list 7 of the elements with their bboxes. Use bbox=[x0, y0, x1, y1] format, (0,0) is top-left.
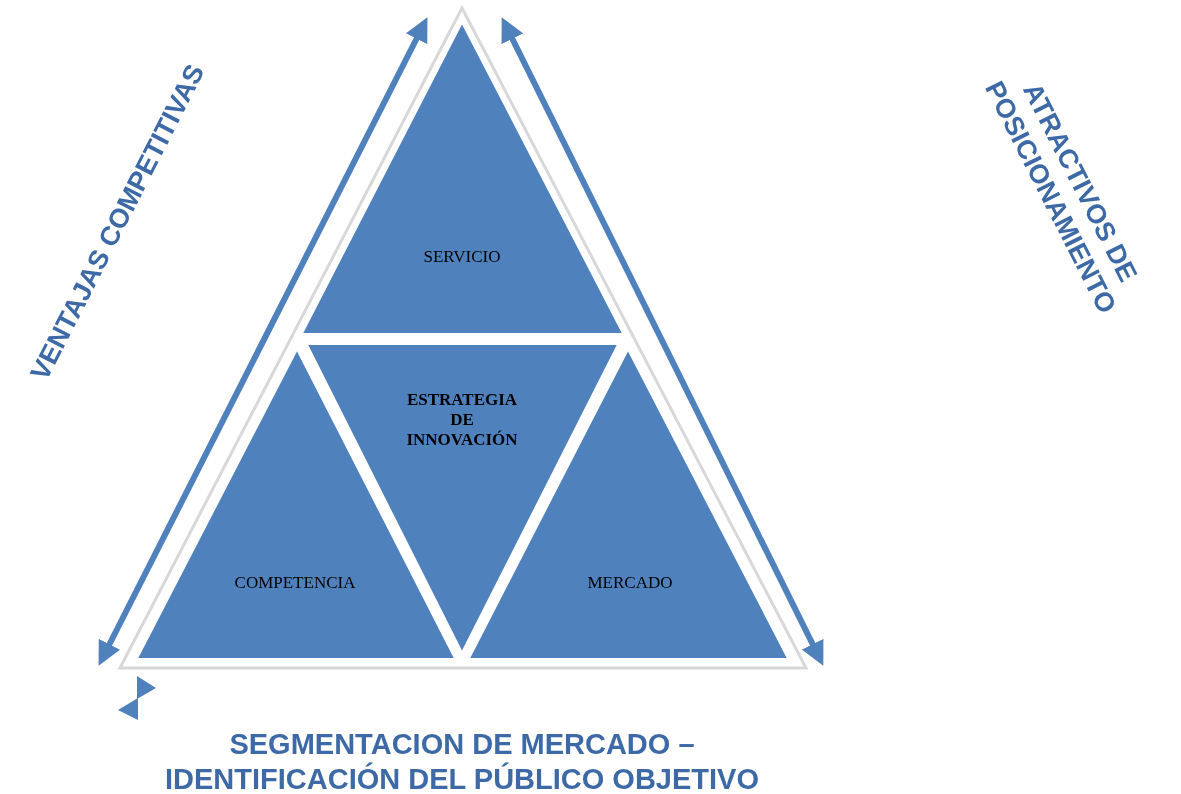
double-arrow bbox=[501, 17, 824, 666]
panel-label: COMPETENCIA bbox=[233, 573, 357, 593]
double-arrow bbox=[98, 17, 428, 666]
panel-label: MERCADO bbox=[586, 573, 674, 593]
base-label: SEGMENTACION DE MERCADO – IDENTIFICACIÓN DEL PÚBLICO OBJETIVO bbox=[164, 727, 760, 794]
panel-label: ESTRATEGIA DE INNOVACIÓN bbox=[405, 390, 519, 450]
panel-label: SERVICIO bbox=[422, 247, 502, 267]
